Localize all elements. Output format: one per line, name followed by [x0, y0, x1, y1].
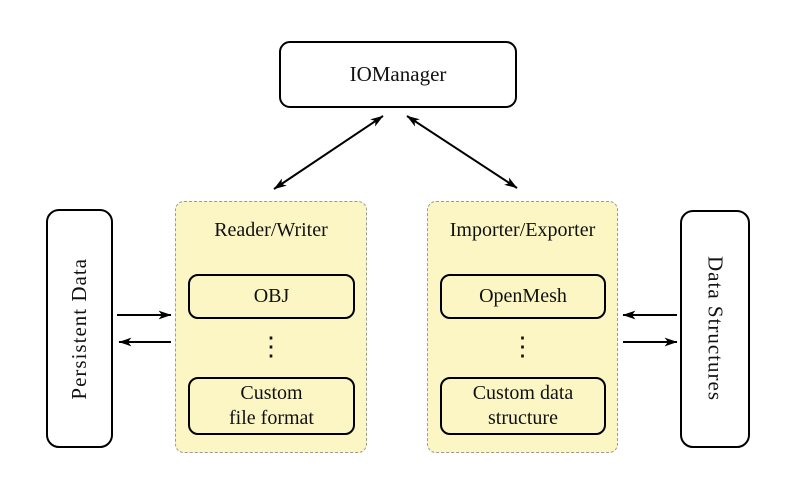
arrow-iomanager-importerexporter: [406, 115, 518, 189]
node-custom-data-structure: Custom data structure: [440, 377, 606, 435]
node-custom-data-structure-label: Custom data structure: [472, 382, 574, 429]
ellipsis-importer-exporter: ⋮: [509, 332, 536, 361]
node-data-structures: Data Structures: [680, 210, 750, 448]
node-openmesh-label: OpenMesh: [479, 285, 567, 307]
node-custom-file-format-label: Custom file format: [229, 382, 314, 429]
group-reader-writer: Reader/Writer OBJ ⋮ Custom file format: [175, 201, 367, 453]
group-reader-writer-title: Reader/Writer: [214, 219, 328, 241]
node-iomanager-label: IOManager: [349, 62, 447, 86]
node-obj: OBJ: [188, 274, 355, 319]
ellipsis-reader-writer: ⋮: [258, 332, 284, 361]
node-iomanager: IOManager: [279, 41, 517, 108]
arrow-iomanager-readerwriter: [273, 115, 384, 190]
node-persistent-data: Persistent Data: [46, 209, 113, 448]
group-importer-exporter-title: Importer/Exporter: [449, 219, 596, 241]
node-data-structures-label: Data Structures: [703, 256, 728, 402]
node-custom-file-format: Custom file format: [188, 377, 355, 435]
group-importer-exporter: Importer/Exporter OpenMesh ⋮ Custom data…: [427, 201, 618, 453]
node-persistent-data-label: Persistent Data: [67, 257, 91, 400]
node-obj-label: OBJ: [253, 285, 290, 307]
node-openmesh: OpenMesh: [440, 274, 606, 319]
